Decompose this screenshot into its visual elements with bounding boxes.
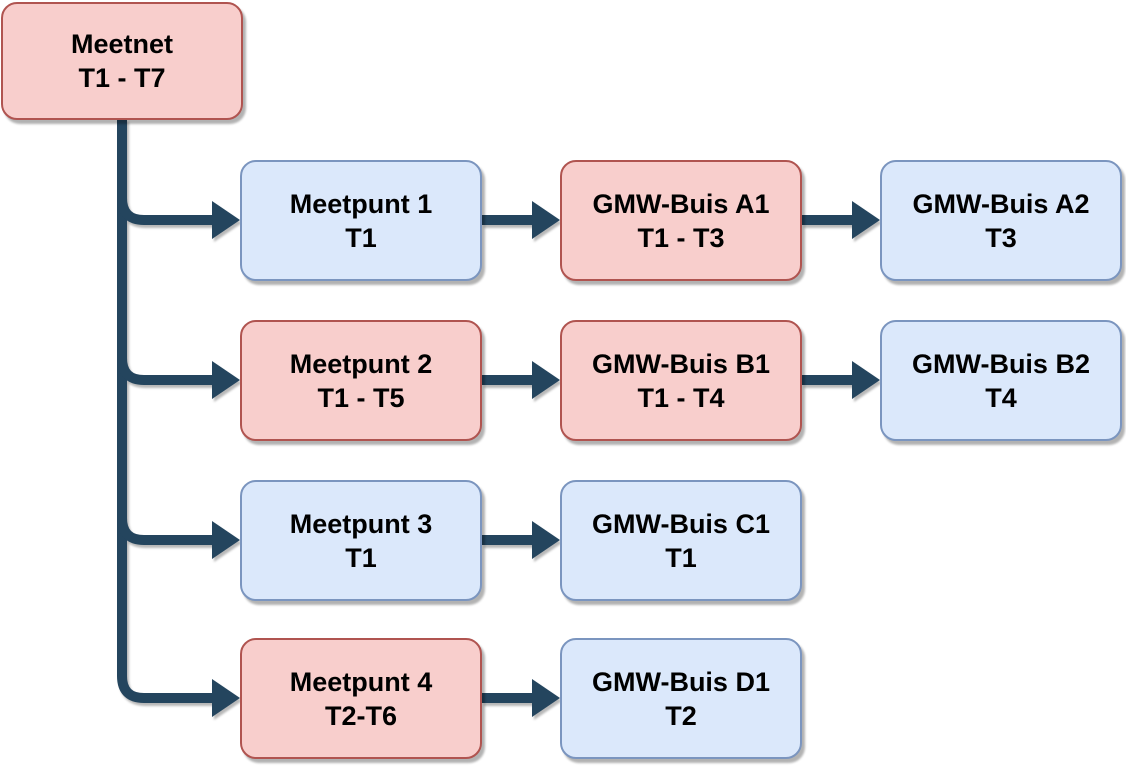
arrowhead-row1-col3 xyxy=(852,201,880,239)
node-subtitle: T1 xyxy=(665,542,697,573)
node-gmw-buis-b1[interactable]: GMW-Buis B1 T1 - T4 xyxy=(560,320,802,441)
arrowhead-row2-col2 xyxy=(532,361,560,399)
node-subtitle: T1 - T5 xyxy=(317,382,405,413)
node-gmw-buis-b2[interactable]: GMW-Buis B2 T4 xyxy=(880,320,1122,441)
branch-line-row2 xyxy=(117,357,212,385)
node-gmw-buis-a1[interactable]: GMW-Buis A1 T1 - T3 xyxy=(560,160,802,281)
node-meetpunt-2[interactable]: Meetpunt 2 T1 - T5 xyxy=(240,320,482,441)
node-gmw-buis-a2[interactable]: GMW-Buis A2 T3 xyxy=(880,160,1122,281)
arrowhead-row2-col1 xyxy=(212,361,240,399)
node-subtitle: T3 xyxy=(985,222,1017,253)
node-subtitle: T4 xyxy=(985,382,1017,413)
node-title: GMW-Buis B2 xyxy=(912,348,1090,379)
node-title: Meetpunt 3 xyxy=(289,508,433,539)
node-title: Meetpunt 1 xyxy=(289,188,433,219)
arrowhead-row3-col2 xyxy=(532,521,560,559)
node-subtitle: T1 - T7 xyxy=(78,63,166,93)
arrowhead-row3-col1 xyxy=(212,521,240,559)
node-title: Meetpunt 4 xyxy=(289,666,433,697)
node-meetpunt-4[interactable]: Meetpunt 4 T2-T6 xyxy=(240,638,482,759)
node-subtitle: T2 xyxy=(665,700,697,731)
branch-line-row3 xyxy=(117,517,212,545)
node-meetnet[interactable]: Meetnet T1 - T7 xyxy=(1,2,243,120)
node-gmw-buis-c1[interactable]: GMW-Buis C1 T1 xyxy=(560,480,802,601)
node-title: Meetpunt 2 xyxy=(289,348,433,379)
node-subtitle: T2-T6 xyxy=(324,700,397,731)
node-subtitle: T1 xyxy=(345,542,377,573)
arrowhead-row1-col2 xyxy=(532,201,560,239)
node-subtitle: T1 - T3 xyxy=(637,222,725,253)
arrowhead-row4-col1 xyxy=(212,679,240,717)
arrowhead-row1-col1 xyxy=(212,201,240,239)
node-meetpunt-3[interactable]: Meetpunt 3 T1 xyxy=(240,480,482,601)
node-subtitle: T1 xyxy=(345,222,377,253)
node-title: GMW-Buis A2 xyxy=(912,188,1090,219)
node-title: Meetnet xyxy=(70,29,173,59)
node-title: GMW-Buis D1 xyxy=(592,666,770,697)
node-gmw-buis-d1[interactable]: GMW-Buis D1 T2 xyxy=(560,638,802,759)
node-title: GMW-Buis A1 xyxy=(592,188,770,219)
node-meetpunt-1[interactable]: Meetpunt 1 T1 xyxy=(240,160,482,281)
trunk-line xyxy=(117,119,212,703)
arrowhead-row2-col3 xyxy=(852,361,880,399)
node-subtitle: T1 - T4 xyxy=(637,382,725,413)
node-title: GMW-Buis B1 xyxy=(592,348,770,379)
node-title: GMW-Buis C1 xyxy=(592,508,770,539)
arrowhead-row4-col2 xyxy=(532,679,560,717)
branch-line-row1 xyxy=(117,197,212,225)
